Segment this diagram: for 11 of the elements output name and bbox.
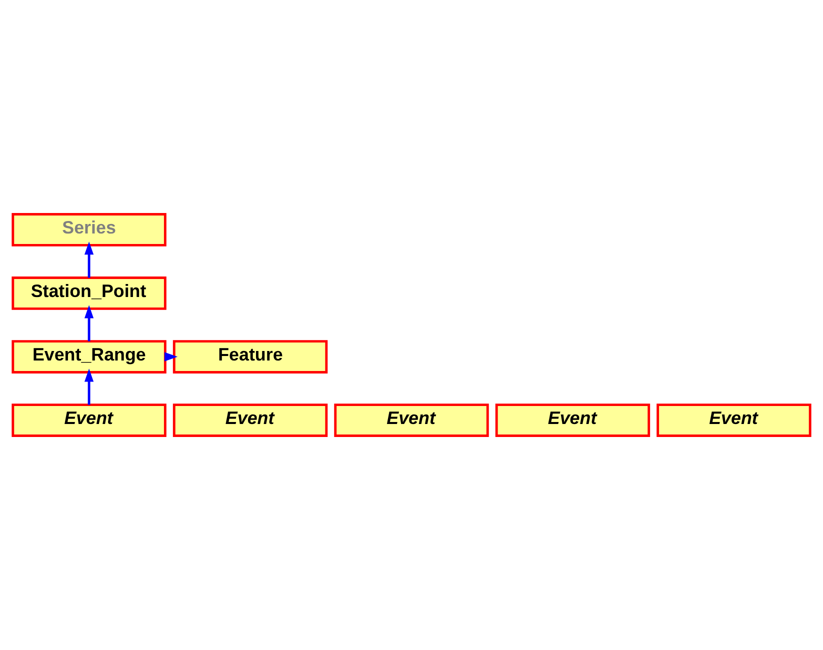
node-box: Event xyxy=(12,404,166,437)
node-box: Event xyxy=(656,404,812,437)
node-box: Event xyxy=(495,404,650,437)
node-box: Series xyxy=(12,213,166,246)
node-box: Station_Point xyxy=(12,276,166,310)
arrow xyxy=(84,368,94,405)
arrow xyxy=(84,242,94,278)
node-box: Event xyxy=(172,404,328,437)
node-box: Event xyxy=(334,404,489,437)
arrow xyxy=(84,305,94,342)
node-box: Feature xyxy=(172,340,328,374)
